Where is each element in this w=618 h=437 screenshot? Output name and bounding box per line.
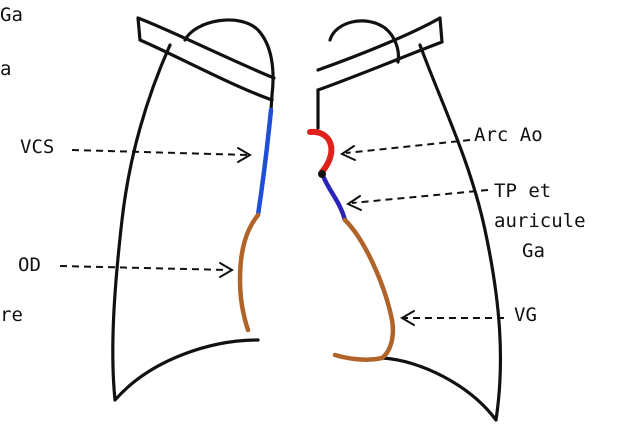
label-tp-line2: auricule: [494, 210, 586, 232]
label-top-left-ga: Ga: [0, 4, 23, 26]
od-segment: [240, 215, 258, 330]
vg-segment: [335, 220, 393, 360]
arc-ao-arrow-line: [346, 140, 470, 153]
label-arc-ao: Arc Ao: [474, 124, 543, 146]
label-tp-line1: TP et: [494, 180, 551, 202]
label-tp-line3: Ga: [522, 240, 545, 262]
ao-tp-junction: [318, 170, 326, 178]
label-left-re: re: [0, 304, 23, 326]
label-vg: VG: [514, 304, 537, 326]
left-mediastinum-upper: [271, 95, 272, 110]
tp-segment: [324, 178, 345, 220]
arc-ao-segment: [310, 132, 331, 172]
left-lung-outline: [113, 45, 258, 400]
od-arrow-line: [60, 266, 228, 270]
label-left-a: a: [0, 58, 11, 80]
label-vcs: VCS: [20, 136, 54, 158]
vcs-segment: [258, 110, 271, 215]
tp-arrow-line: [352, 190, 488, 203]
right-lung-outline: [382, 45, 500, 420]
vcs-arrow-line: [72, 150, 248, 155]
left-clavicle: [138, 18, 274, 100]
label-od: OD: [18, 254, 41, 276]
